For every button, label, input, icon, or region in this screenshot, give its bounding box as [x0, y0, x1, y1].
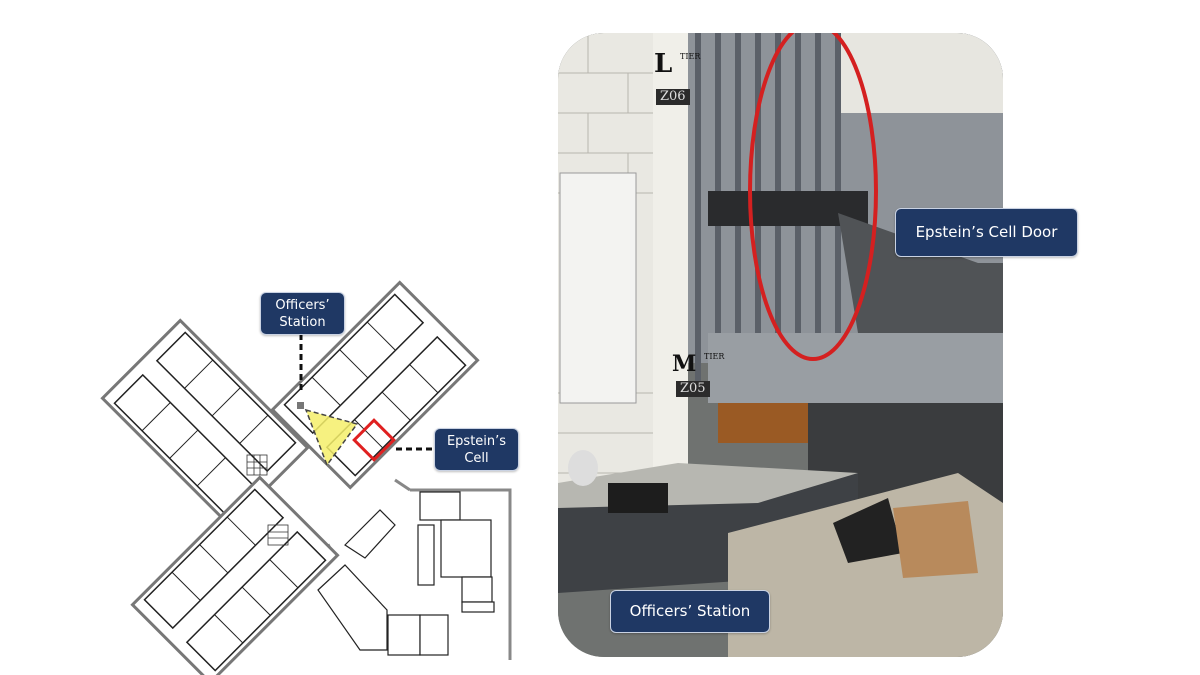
epsteins-cell-highlight	[352, 418, 396, 462]
cardboard-box	[893, 501, 978, 578]
officers-station-label: Officers’ Station	[260, 292, 345, 335]
upper-tier-letter: L	[654, 49, 673, 79]
upper-tier-word: TIER	[680, 52, 701, 61]
lower-tier-letter: M	[672, 351, 697, 377]
cell-block-photo: L TIER Z06 M TIER Z05	[558, 33, 1003, 657]
wing-lower-left	[130, 475, 340, 675]
floor-plan	[100, 280, 512, 675]
lower-tier-code: Z05	[676, 381, 710, 397]
cell-door-label: Epstein’s Cell Door	[895, 208, 1078, 257]
stair-icon	[246, 454, 289, 546]
photo-scene	[558, 33, 1003, 657]
whiteboard	[559, 172, 637, 404]
view-cone	[304, 408, 359, 467]
photo-officers-station-label: Officers’ Station	[610, 590, 770, 633]
cell-door-highlight	[748, 33, 878, 361]
lower-tier-word: TIER	[704, 352, 725, 361]
epsteins-cell-label: Epstein’s Cell	[434, 428, 519, 471]
upper-tier-code: Z06	[656, 89, 690, 105]
admin-block	[317, 491, 495, 656]
station-marker	[297, 402, 304, 409]
